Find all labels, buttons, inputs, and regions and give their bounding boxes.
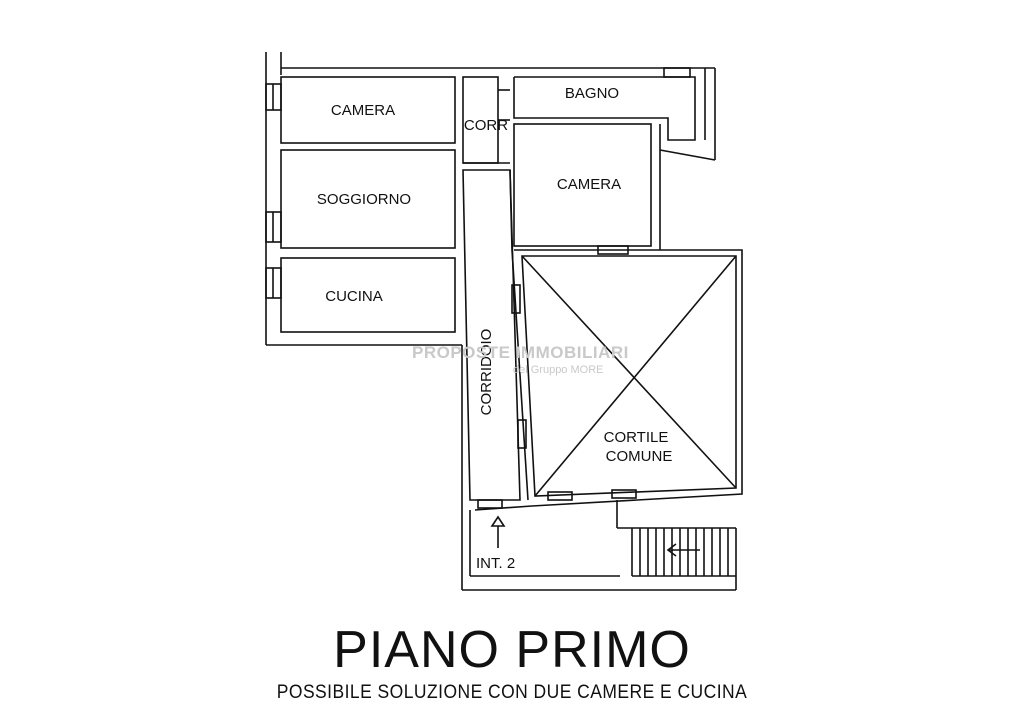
stairs-arrow-icon: [666, 543, 700, 557]
camera-2-room: [513, 123, 652, 247]
corridoio-label: CORRIDOIO: [478, 329, 495, 416]
watermark-main: PROPOSTE IMMOBILIARI: [412, 343, 629, 362]
bagno-label: BAGNO: [565, 85, 619, 102]
corridoio-room: [462, 169, 521, 501]
watermark-sub: del Gruppo MORE: [513, 364, 604, 376]
walls: [265, 52, 743, 591]
cucina-label: CUCINA: [325, 288, 383, 305]
soggiorno-label: SOGGIORNO: [317, 191, 411, 208]
cortile-label-line2: COMUNE: [606, 448, 673, 465]
stairs: [631, 528, 736, 577]
soggiorno-room: [280, 149, 456, 249]
camera-1-label: CAMERA: [331, 102, 395, 119]
plan-subtitle: POSSIBILE SOLUZIONE CON DUE CAMERE E CUC…: [276, 682, 748, 703]
camera-2-label: CAMERA: [557, 176, 621, 193]
plan-title: PIANO PRIMO: [333, 621, 691, 679]
bagno-room: [513, 76, 696, 141]
entrance-label: INT. 2: [476, 555, 515, 572]
entrance-arrow-icon: [490, 515, 506, 548]
cortile-label-line1: CORTILE: [604, 429, 669, 446]
corr-label: CORR: [464, 117, 508, 134]
